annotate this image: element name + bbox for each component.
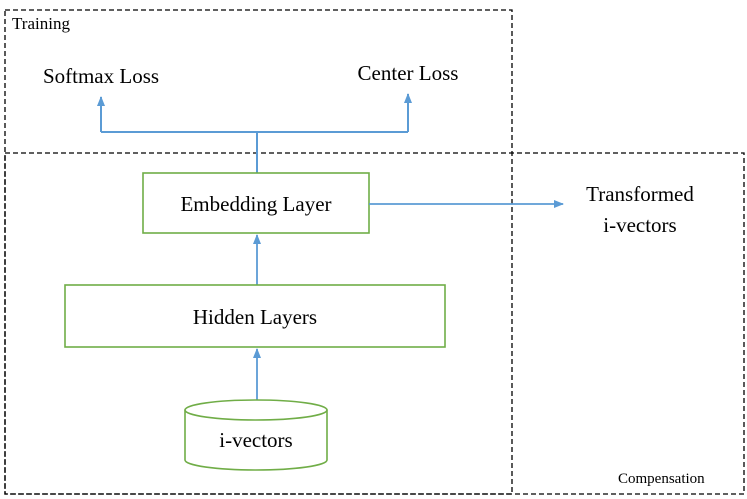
hidden-layers-label: Hidden Layers [193, 305, 317, 329]
embedding-layer-label: Embedding Layer [180, 192, 331, 216]
ivectors-database-icon [184, 399, 328, 471]
center-loss-label: Center Loss [358, 61, 459, 85]
transformed-label-line2: i-vectors [603, 213, 676, 237]
transformed-label-line1: Transformed [586, 182, 694, 206]
embedding-layer-box [142, 172, 370, 234]
ivectors-label: i-vectors [219, 428, 292, 452]
compensation-label: Compensation [618, 471, 705, 487]
hidden-layers-box [64, 284, 446, 348]
softmax-loss-label: Softmax Loss [43, 64, 159, 88]
compensation-region [4, 152, 745, 495]
training-label: Training [12, 14, 70, 33]
loss-branch-connector [101, 131, 408, 173]
